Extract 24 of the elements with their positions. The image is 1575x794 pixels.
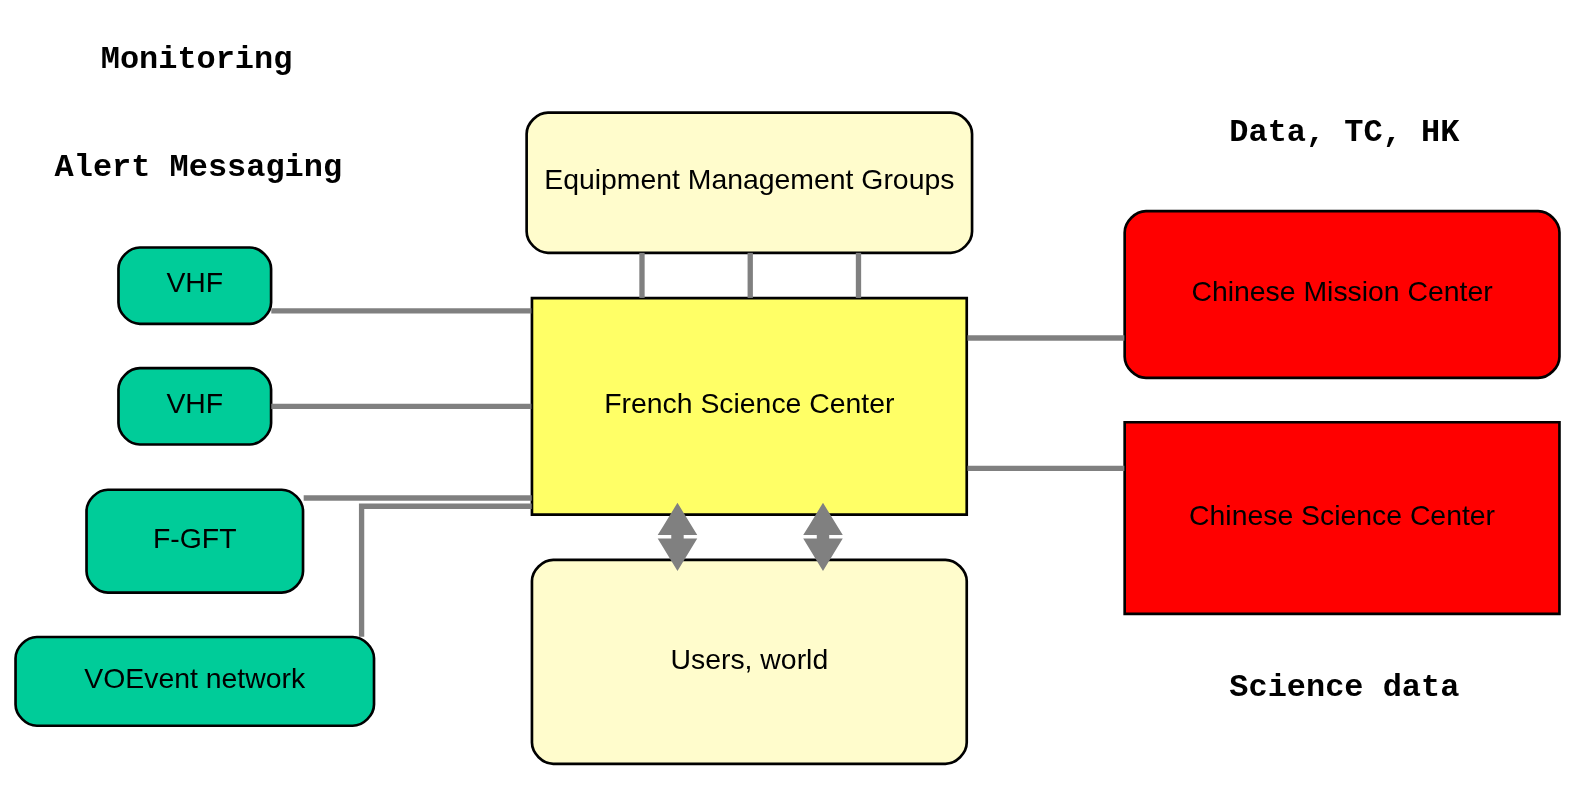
label: Data, TC, HK xyxy=(1229,113,1460,151)
connector xyxy=(358,503,532,637)
connector xyxy=(271,308,532,314)
connector xyxy=(967,335,1125,341)
label: Alert Messaging xyxy=(54,149,343,187)
connector xyxy=(747,252,753,298)
node-box: VOEvent network xyxy=(14,635,376,728)
node-box: F-GFT xyxy=(85,488,305,594)
connector xyxy=(271,403,532,409)
connector xyxy=(639,252,645,298)
arrow xyxy=(803,502,843,571)
node-box: VHF xyxy=(117,246,273,326)
node-box: Chinese Mission Center xyxy=(1123,209,1561,380)
node-box: Equipment Management Groups xyxy=(525,111,974,255)
node-box: VHF xyxy=(117,366,273,446)
node-box: French Science Center xyxy=(530,296,969,516)
label: Monitoring xyxy=(100,41,293,79)
connector xyxy=(303,495,532,501)
connector xyxy=(855,252,862,298)
arrow xyxy=(657,502,698,571)
node-box: Chinese Science Center xyxy=(1123,420,1561,616)
node-box: Users, world xyxy=(530,558,969,766)
label: Science data xyxy=(1229,669,1460,707)
connector xyxy=(967,465,1125,472)
